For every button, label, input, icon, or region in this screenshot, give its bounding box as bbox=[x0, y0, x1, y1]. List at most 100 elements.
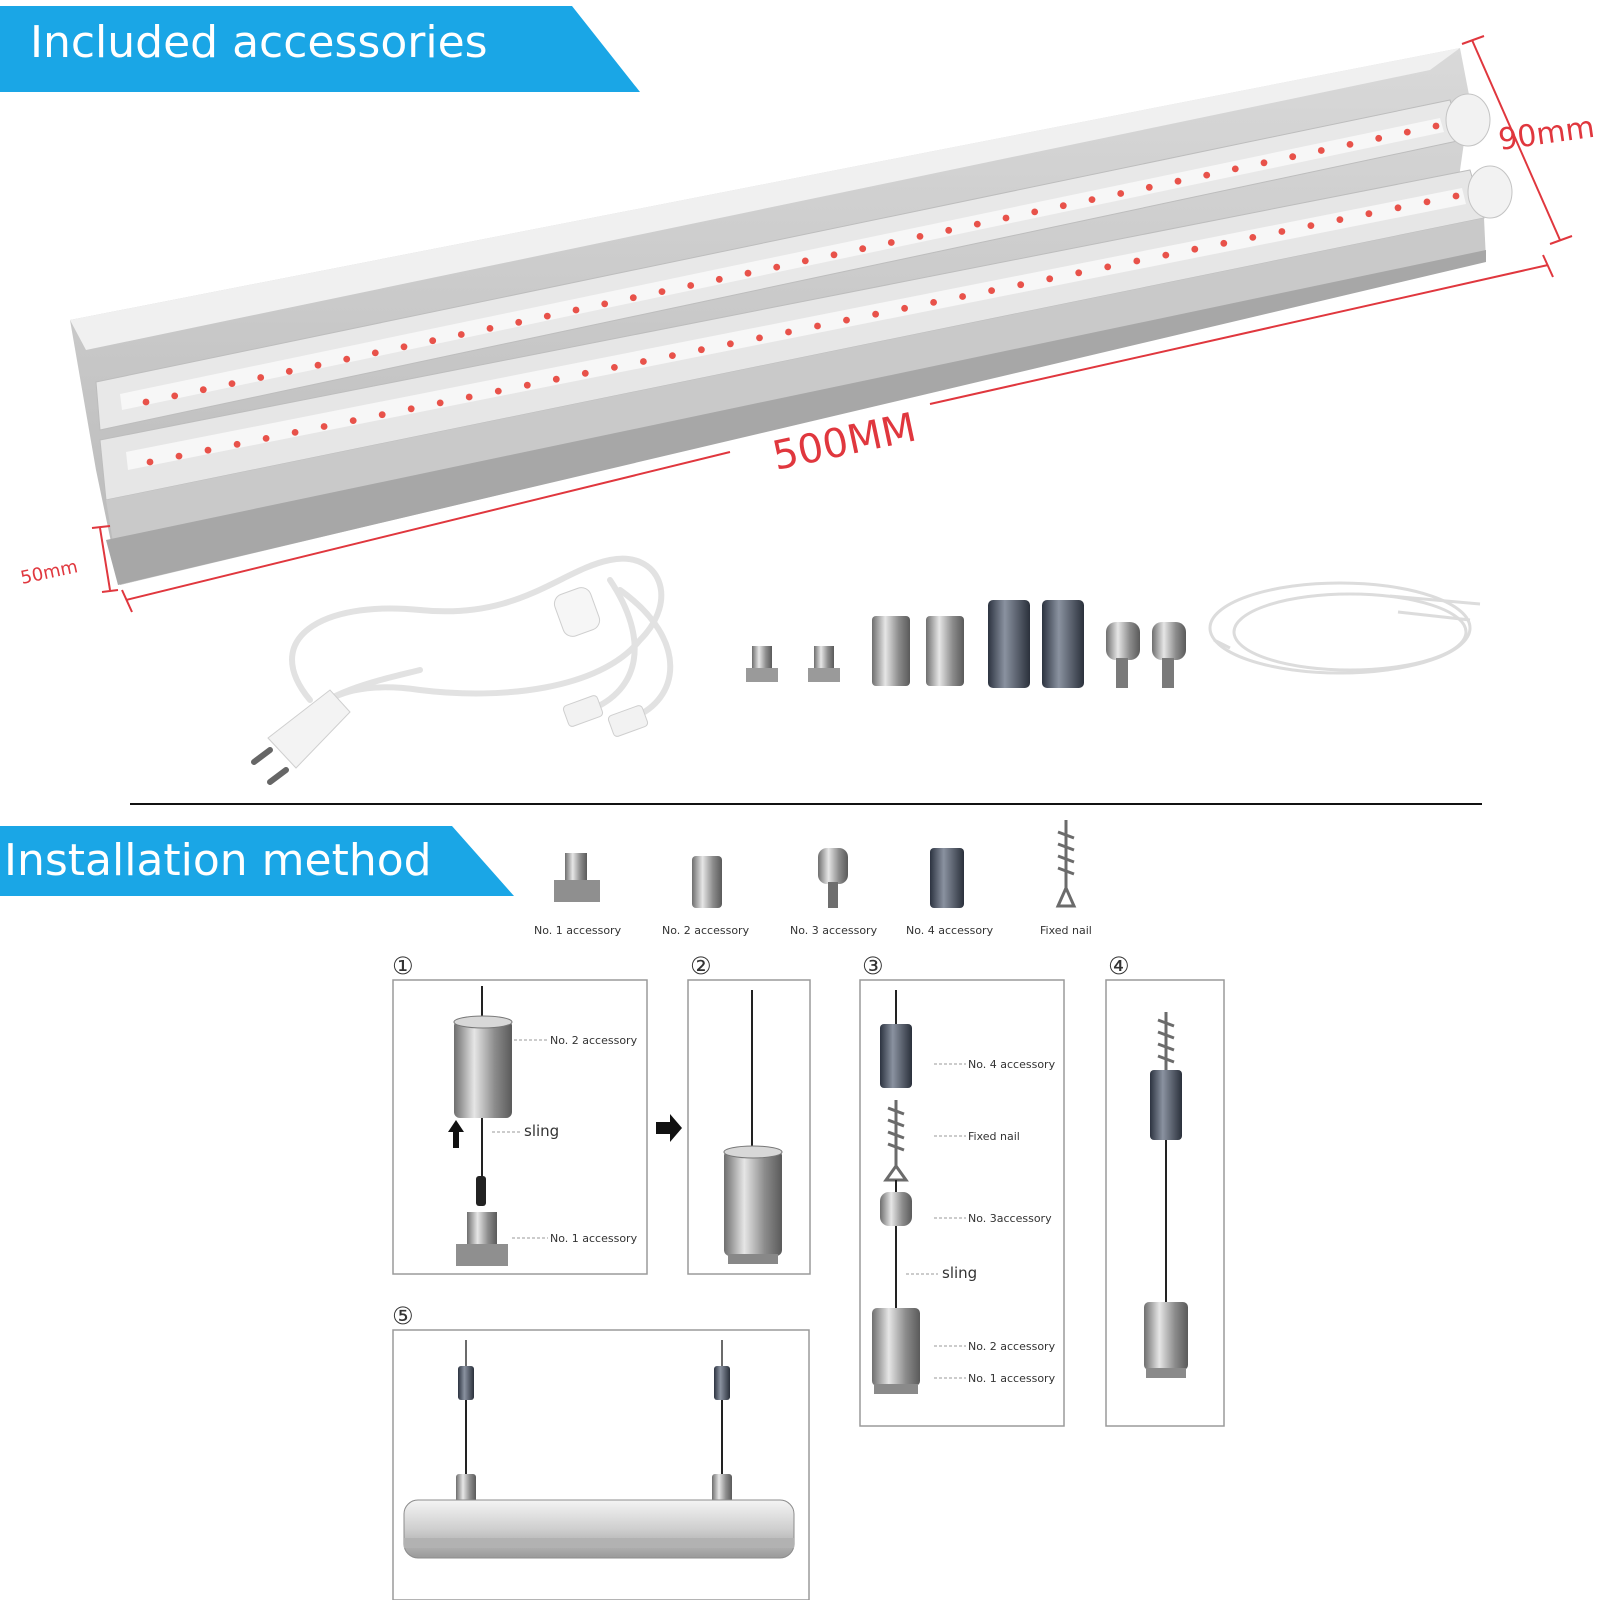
grow-light-fixture bbox=[70, 48, 1513, 585]
led-dot bbox=[285, 367, 293, 375]
led-dot bbox=[314, 361, 322, 369]
step-number-1: ① bbox=[392, 952, 414, 980]
led-dot bbox=[436, 399, 444, 407]
hardware-pieces bbox=[746, 600, 1186, 688]
led-dot bbox=[142, 398, 150, 406]
led-dot bbox=[171, 392, 179, 400]
step3-no1-label: No. 1 accessory bbox=[968, 1372, 1056, 1385]
led-dot bbox=[715, 275, 723, 283]
led-dot bbox=[233, 440, 241, 448]
led-dot bbox=[1162, 251, 1170, 259]
led-dot bbox=[756, 334, 763, 342]
step3-sling-label: sling bbox=[942, 1264, 977, 1282]
led-dot bbox=[1231, 165, 1239, 173]
led-dot bbox=[552, 375, 560, 383]
led-dot bbox=[1088, 196, 1096, 204]
led-dot bbox=[1145, 183, 1153, 191]
led-dot bbox=[1317, 147, 1325, 154]
arrow-right-icon bbox=[656, 1114, 682, 1142]
led-dot bbox=[1278, 228, 1286, 235]
led-dot bbox=[429, 337, 437, 345]
led-dot bbox=[465, 393, 473, 401]
step3-no3-label: No. 3accessory bbox=[968, 1212, 1052, 1225]
legend-label-nail: Fixed nail bbox=[1040, 924, 1092, 937]
led-dot bbox=[1002, 214, 1010, 222]
eu-plug bbox=[251, 689, 351, 785]
led-dot bbox=[1059, 202, 1067, 210]
led-dot bbox=[640, 358, 647, 365]
led-dot bbox=[1249, 234, 1257, 241]
legend-no1-icon bbox=[554, 853, 600, 902]
depth-dimension: 50mm bbox=[19, 556, 80, 589]
led-dot bbox=[581, 369, 589, 377]
led-dot bbox=[744, 269, 752, 277]
led-dot bbox=[785, 328, 792, 336]
led-dot bbox=[973, 220, 981, 228]
led-dot bbox=[959, 293, 966, 300]
led-dot bbox=[199, 386, 207, 394]
led-dot bbox=[1307, 222, 1315, 230]
led-dot bbox=[1220, 239, 1228, 247]
led-dot bbox=[349, 417, 357, 424]
legend-label-no4: No. 4 accessory bbox=[906, 924, 994, 937]
step1-no1-label: No. 1 accessory bbox=[550, 1232, 638, 1245]
led-dot bbox=[175, 452, 183, 460]
led-dot bbox=[378, 411, 386, 419]
led-dot bbox=[698, 346, 705, 354]
led-dot bbox=[611, 364, 618, 371]
led-dot bbox=[371, 349, 379, 357]
height-dimension: 90mm bbox=[1496, 110, 1597, 158]
legend-no3-icon bbox=[818, 848, 848, 908]
led-row-upper bbox=[142, 122, 1440, 406]
led-dot bbox=[523, 381, 531, 389]
led-dot bbox=[1260, 159, 1268, 167]
led-dot bbox=[1336, 216, 1344, 224]
led-dot bbox=[945, 226, 953, 234]
installed-light-bar bbox=[403, 1499, 795, 1559]
led-dot bbox=[1104, 263, 1112, 271]
led-dot bbox=[872, 310, 879, 318]
led-dot bbox=[1075, 269, 1083, 277]
sling-wire-coil bbox=[1208, 581, 1481, 675]
led-dot bbox=[814, 322, 821, 330]
led-dot bbox=[486, 325, 494, 332]
led-dot bbox=[204, 446, 212, 454]
led-dot bbox=[801, 257, 809, 265]
step3-nail-label: Fixed nail bbox=[968, 1130, 1020, 1143]
step-number-5: ⑤ bbox=[392, 1302, 414, 1330]
led-dot bbox=[1403, 128, 1411, 136]
led-dot bbox=[343, 355, 351, 363]
led-dot bbox=[257, 374, 265, 381]
led-dot bbox=[1289, 153, 1297, 161]
installation-title: Installation method bbox=[4, 835, 432, 886]
led-dot bbox=[1432, 122, 1440, 130]
led-dot bbox=[1117, 190, 1125, 197]
led-dot bbox=[400, 343, 408, 351]
legend-label-no2: No. 2 accessory bbox=[662, 924, 750, 937]
step-2-panel bbox=[687, 979, 811, 1275]
led-dot bbox=[988, 287, 995, 294]
led-dot bbox=[320, 423, 328, 430]
accessory-legend: No. 1 accessory No. 2 accessory No. 3 ac… bbox=[534, 820, 1092, 937]
led-dot bbox=[601, 300, 609, 308]
led-dot bbox=[887, 239, 895, 246]
led-dot bbox=[572, 306, 580, 314]
led-dot bbox=[629, 294, 637, 302]
led-dot bbox=[1203, 171, 1211, 179]
led-dot bbox=[727, 340, 734, 348]
led-dot bbox=[658, 288, 666, 295]
led-dot bbox=[1375, 134, 1383, 142]
led-dot bbox=[1133, 257, 1141, 265]
accessories-banner: Included accessories bbox=[0, 6, 640, 92]
led-dot bbox=[1191, 245, 1199, 253]
step-number-3: ③ bbox=[862, 952, 884, 980]
led-dot bbox=[930, 299, 937, 306]
step-number-2: ② bbox=[690, 952, 712, 980]
led-dot bbox=[457, 331, 465, 338]
led-dot bbox=[407, 405, 415, 413]
led-dot bbox=[1174, 177, 1182, 185]
dimension-lines bbox=[91, 35, 1573, 613]
installation-banner: Installation method bbox=[0, 826, 514, 896]
led-dot bbox=[859, 245, 867, 253]
